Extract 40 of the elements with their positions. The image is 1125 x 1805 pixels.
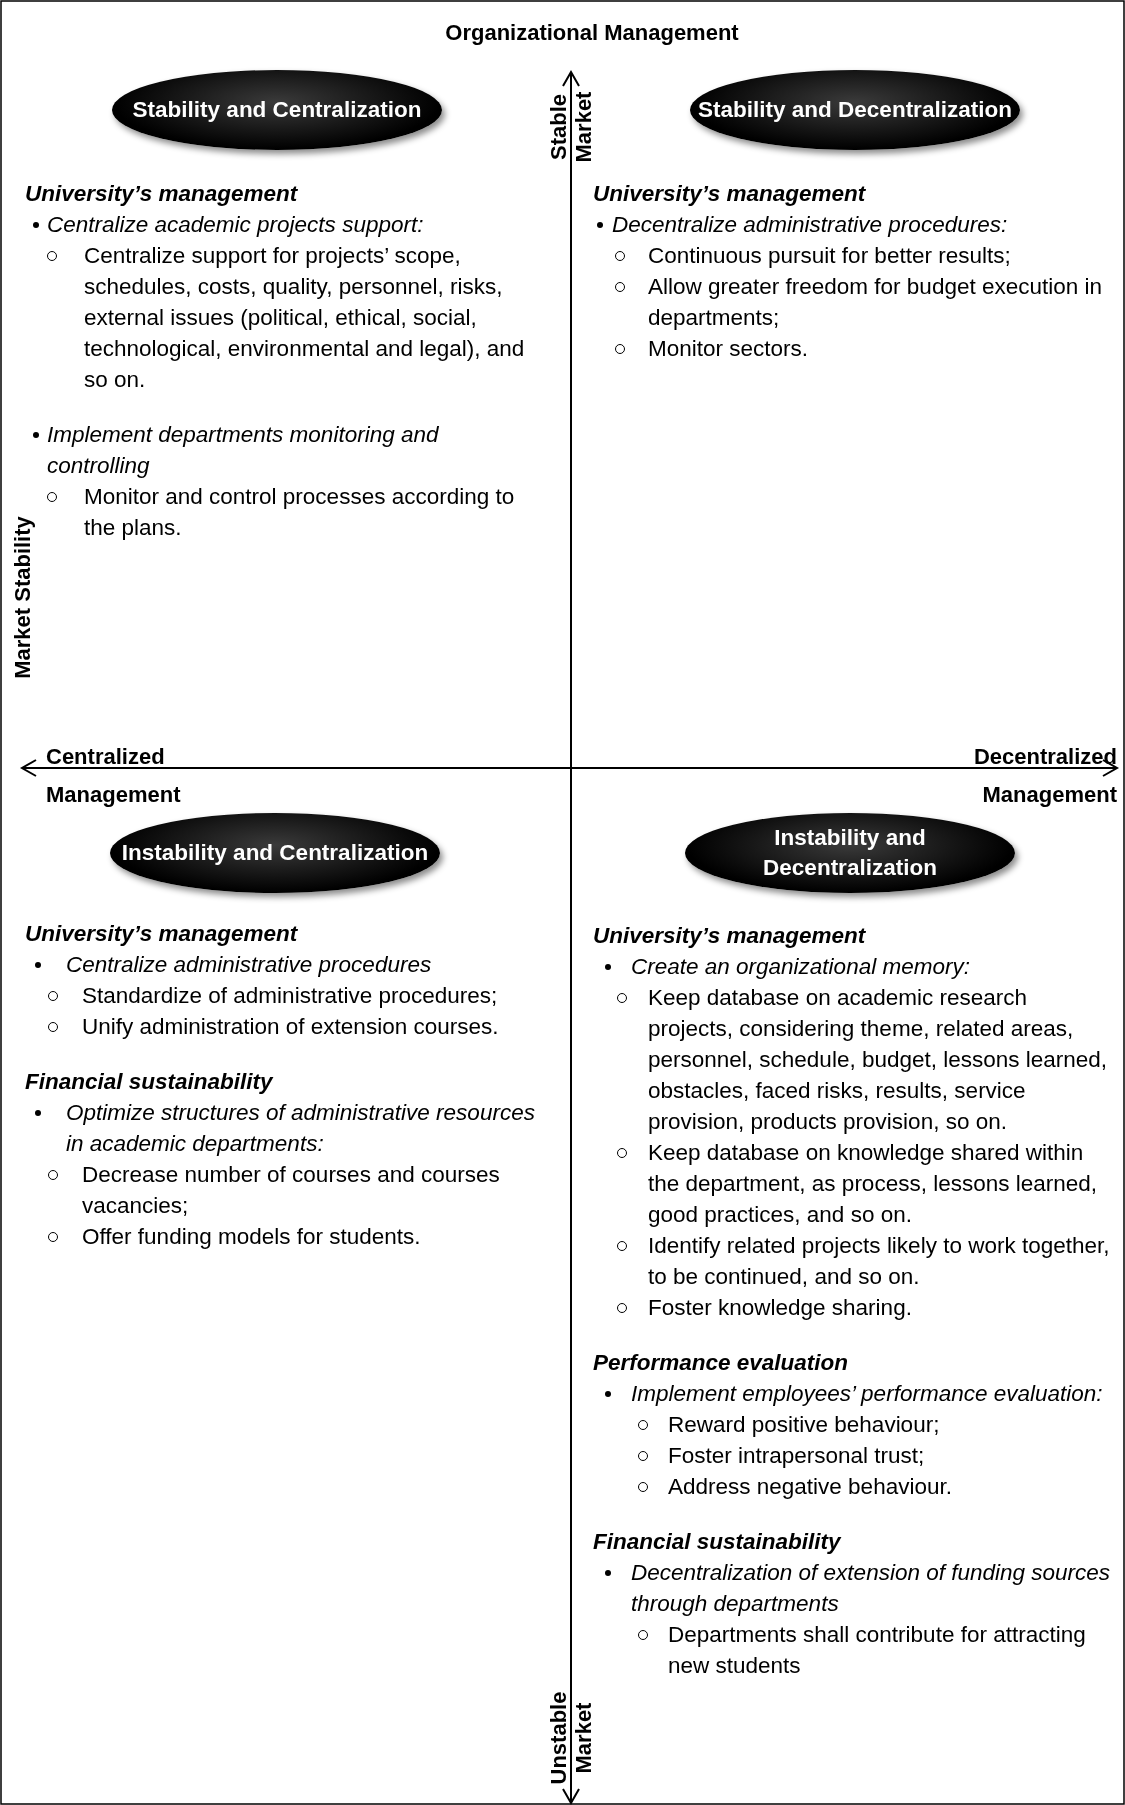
bullet-item: Centralize administrative procedures xyxy=(25,949,550,980)
sub-bullet-item: Keep database on academic research projects, considering theme, related areas, personnel, schedule, budget, lessons learned, obstacles, faced risks, results, service provision, products provision, so on. xyxy=(593,982,1118,1137)
ellipse-node: Instability and Decentralization xyxy=(685,813,1015,893)
section-heading: University’s management xyxy=(25,180,299,208)
section-heading: Performance evaluation xyxy=(593,1349,850,1377)
axis-label: Decentralized Management xyxy=(972,743,1117,809)
sub-bullet-item: Continuous pursuit for better results; xyxy=(593,240,1118,271)
bullet-item: Implement departments monitoring and controlling xyxy=(25,419,545,481)
sub-bullet-item: Address negative behaviour. xyxy=(593,1471,1118,1502)
diagram-title: Organizational Management xyxy=(444,20,740,46)
bullet-item: Optimize structures of administrative resources in academic departments: xyxy=(25,1097,550,1159)
ellipse-node: Stability and Decentralization xyxy=(690,70,1020,150)
axis-label: Centralized Management xyxy=(46,743,182,809)
bullet-item: Decentralization of extension of funding sources through departments xyxy=(593,1557,1118,1619)
sub-bullet-item: Offer funding models for students. xyxy=(25,1221,550,1252)
bullet-item: Implement employees’ performance evaluation: xyxy=(593,1378,1118,1409)
section-heading: University’s management xyxy=(593,180,867,208)
bullet-item: Decentralize administrative procedures: xyxy=(593,209,1118,240)
bullet-item: Centralize academic projects support: xyxy=(25,209,545,240)
section-heading: University’s management xyxy=(593,922,867,950)
bullet-item: Create an organizational memory: xyxy=(593,951,1118,982)
sub-bullet-item: Allow greater freedom for budget execution in departments; xyxy=(593,271,1118,333)
sub-bullet-item: Centralize support for projects’ scope, schedules, costs, quality, personnel, risks, external issues (political, ethical, social, technological, environmental and legal), and so on. xyxy=(25,240,545,395)
section-heading: University’s management xyxy=(25,920,299,948)
sub-bullet-item: Standardize of administrative procedures; xyxy=(25,980,550,1011)
axis-label: Stable Market xyxy=(546,90,596,165)
sub-bullet-item: Foster intrapersonal trust; xyxy=(593,1440,1118,1471)
sub-bullet-item: Unify administration of extension courses. xyxy=(25,1011,550,1042)
ellipse-node: Stability and Centralization xyxy=(112,70,442,150)
section-heading: Financial sustainability xyxy=(25,1068,275,1096)
sub-bullet-item: Decrease number of courses and courses vacancies; xyxy=(25,1159,550,1221)
sub-bullet-item: Identify related projects likely to work together, to be continued, and so on. xyxy=(593,1230,1118,1292)
sub-bullet-item: Reward positive behaviour; xyxy=(593,1409,1118,1440)
sub-bullet-item: Foster knowledge sharing. xyxy=(593,1292,1118,1323)
ellipse-node: Instability and Centralization xyxy=(110,813,440,893)
sub-bullet-item: Keep database on knowledge shared within the department, as process, lessons learned, good practices, and so on. xyxy=(593,1137,1118,1230)
axis-label: Unstable Market xyxy=(546,1690,596,1787)
sub-bullet-item: Monitor sectors. xyxy=(593,333,1118,364)
section-heading: Financial sustainability xyxy=(593,1528,843,1556)
sub-bullet-item: Departments shall contribute for attracting new students xyxy=(593,1619,1118,1681)
